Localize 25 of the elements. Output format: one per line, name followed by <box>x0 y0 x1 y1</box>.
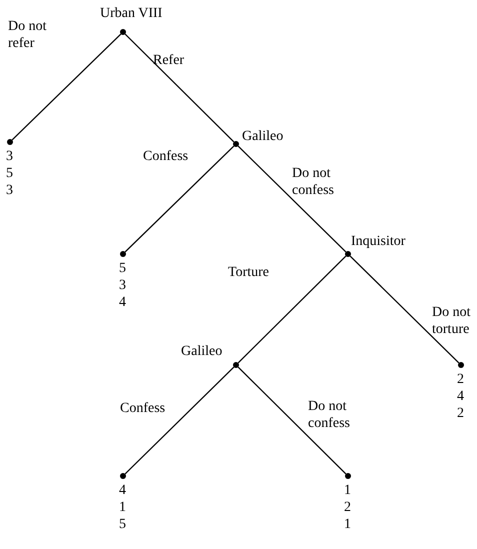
payoff-values: 5 3 4 <box>119 260 127 311</box>
edge-label: Do not refer <box>8 18 48 52</box>
edge-label: Torture <box>228 264 270 281</box>
tree-branch <box>238 256 346 364</box>
tree-branch <box>124 146 234 252</box>
edge-label: Confess <box>120 400 166 417</box>
payoff-values: 2 4 2 <box>457 371 465 422</box>
payoff-values: 1 2 1 <box>344 482 352 533</box>
tree-branch <box>238 146 346 252</box>
tree-branch <box>350 256 460 364</box>
payoff-values: 4 1 5 <box>119 482 127 533</box>
edge-label: Do not confess <box>292 165 335 199</box>
payoff-values: 3 5 3 <box>6 148 14 199</box>
tree-branch <box>124 34 234 142</box>
player-name: Inquisitor <box>351 233 406 250</box>
edge-label: Refer <box>153 52 186 69</box>
tree-branch <box>238 366 346 474</box>
tree-branch <box>12 34 122 140</box>
edge-label: Confess <box>143 148 190 165</box>
edge-label: Do not torture <box>432 304 472 338</box>
player-name: Urban VIII <box>100 5 162 22</box>
tree-branch <box>124 366 234 474</box>
player-name: Galileo <box>242 128 284 145</box>
player-name: Galileo <box>181 343 222 360</box>
edge-label: Do not confess <box>308 398 351 432</box>
